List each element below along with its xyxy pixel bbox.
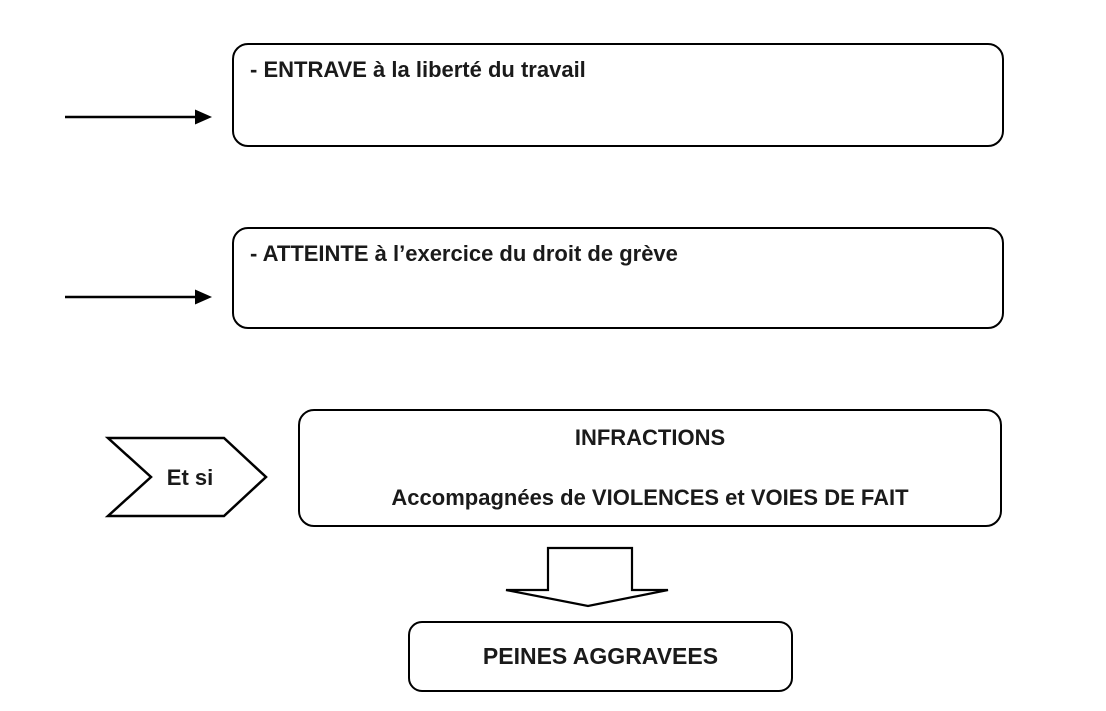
block-down-arrow-shape — [505, 546, 669, 608]
chevron-et-si-label: Et si — [166, 464, 214, 490]
box-entrave-label: - ENTRAVE à la liberté du travail — [250, 57, 586, 82]
box-infractions-line1: INFRACTIONS — [574, 425, 726, 451]
box-infractions-line2: Accompagnées de VIOLENCES et VOIES DE FA… — [391, 484, 909, 510]
box-entrave: - ENTRAVE à la liberté du travail — [232, 43, 1004, 147]
box-infractions: INFRACTIONS Accompagnées de VIOLENCES et… — [298, 409, 1002, 527]
box-atteinte-label: - ATTEINTE à l’exercice du droit de grèv… — [250, 241, 678, 266]
arrow-right-icon — [65, 289, 212, 305]
arrow-right-icon — [65, 109, 212, 125]
box-peines: PEINES AGGRAVEES — [408, 621, 793, 692]
chevron-right-shape — [104, 436, 268, 518]
box-atteinte: - ATTEINTE à l’exercice du droit de grèv… — [232, 227, 1004, 329]
box-peines-label: PEINES AGGRAVEES — [482, 642, 719, 669]
